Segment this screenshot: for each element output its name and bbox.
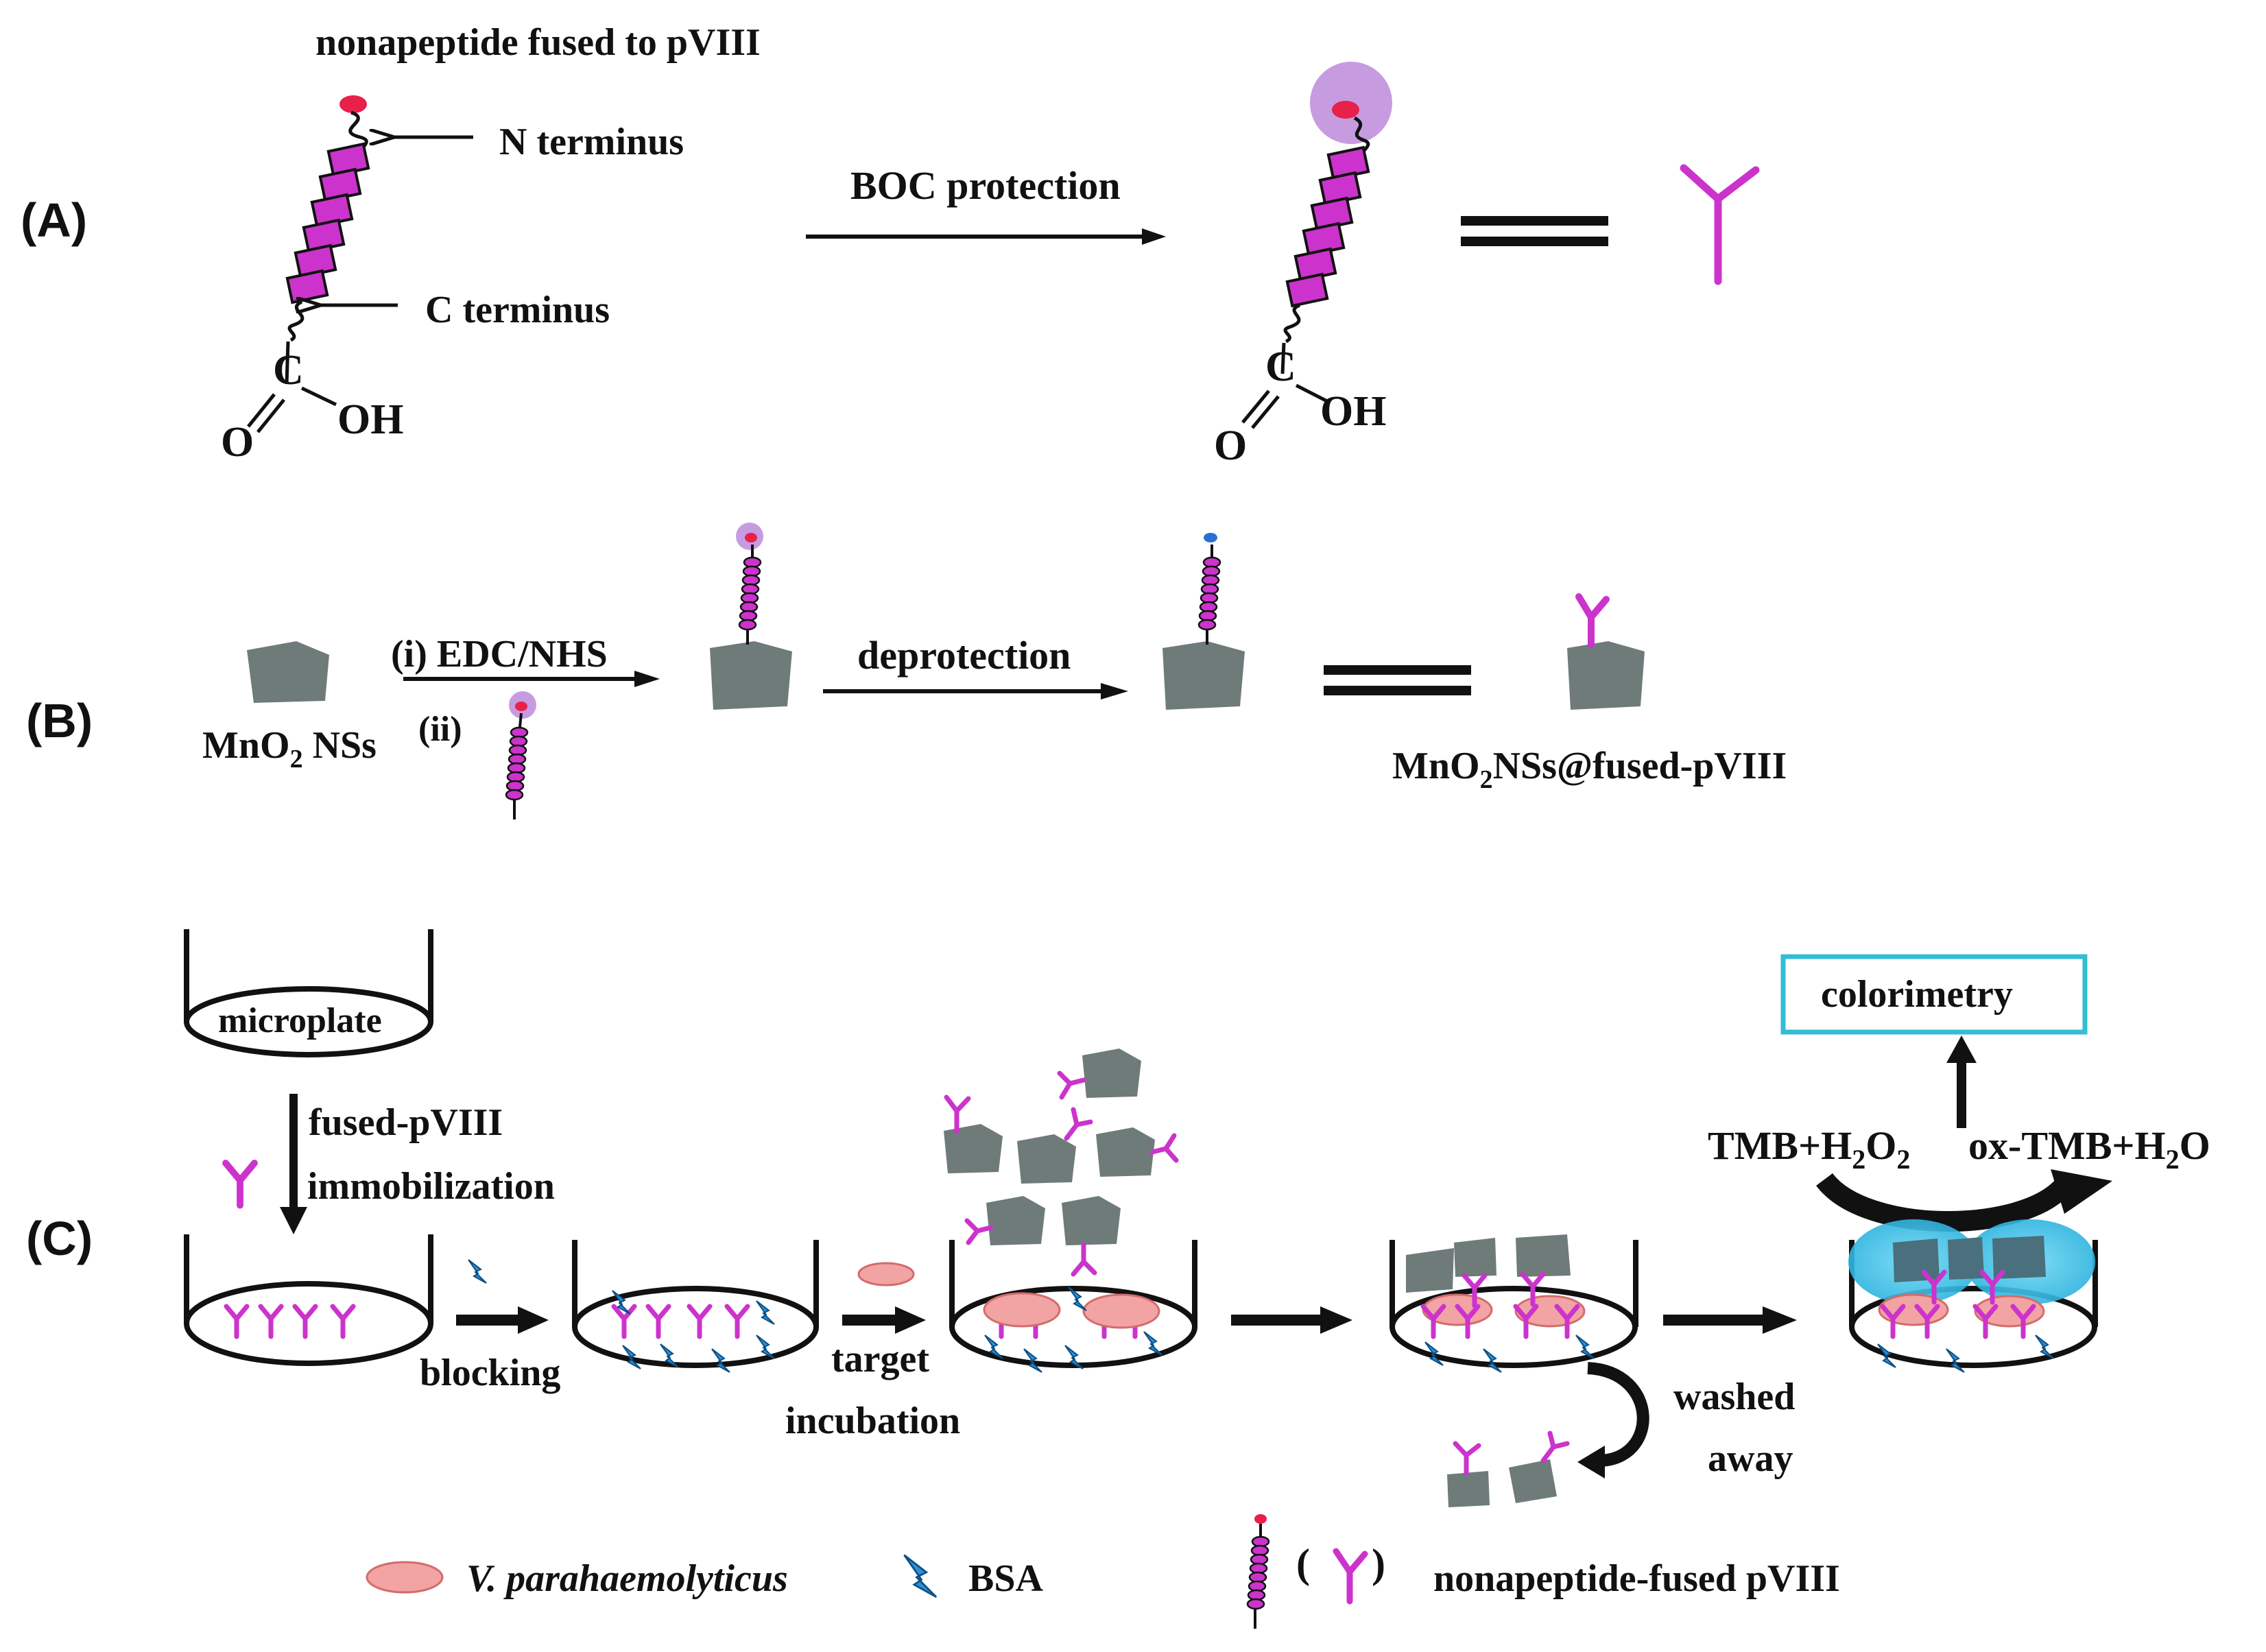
carboxyl-group-left: C O OH (221, 347, 403, 466)
fused-peptide-label: nonapeptide fused to pVIII (315, 21, 761, 64)
boc-protection-label: BOC protection (850, 163, 1121, 208)
washed-label: washed (1673, 1376, 1795, 1418)
well-with-bacteria (949, 1240, 1197, 1373)
step-ii-label: (ii) (418, 710, 462, 749)
edc-nhs-label: (i) EDC/NHS (391, 633, 608, 675)
reaction-curved-arrow (1816, 1173, 2073, 1232)
protected-peptide-small (505, 691, 536, 819)
target-label: target (831, 1338, 929, 1380)
well-blocked (572, 1240, 819, 1373)
pviii-y-symbol (1680, 164, 1760, 285)
washed-nanosheets (1447, 1430, 1570, 1507)
nonapeptide-tip (339, 95, 367, 113)
mno2-nanosheet (247, 641, 329, 703)
well-bound-nanosheets (1390, 1234, 1638, 1373)
svg-text:OH: OH (1320, 388, 1386, 435)
sheet-with-protected-peptide (710, 523, 792, 710)
sheet-with-deprotected-peptide (1162, 533, 1245, 710)
pviii-helix-left (285, 95, 370, 385)
ox-tmb-label: ox-TMB+H2O (1968, 1123, 2210, 1175)
legend-paren-open: ( (1296, 1541, 1310, 1586)
svg-text:O: O (221, 419, 254, 466)
carboxyl-group-right: C O OH (1214, 344, 1386, 469)
legend-paren-close: ) (1372, 1541, 1385, 1586)
mno2-fused-pviii-label: MnO2NSs@fused-pVIII (1392, 745, 1787, 794)
svg-text:C: C (273, 347, 304, 394)
panel-b-label: (B) (26, 694, 93, 747)
svg-text:C: C (1265, 344, 1296, 390)
mno2-nss-label: MnO2 NSs (202, 724, 377, 774)
washed-away-arrow (1587, 1362, 1649, 1467)
legend-y-icon (1333, 1548, 1368, 1605)
panel-c-label: (C) (26, 1212, 93, 1265)
legend-peptide-helix-icon (1246, 1514, 1270, 1629)
free-mno2-nanosheets (944, 1049, 1179, 1277)
legend-bsa-label: BSA (968, 1557, 1043, 1600)
svg-text:O: O (1214, 422, 1247, 469)
bsa-icon (468, 1259, 487, 1284)
away-label: away (1708, 1437, 1793, 1480)
svg-text:OH: OH (337, 396, 403, 443)
tmb-h2o2-label: TMB+H2O2 (1708, 1123, 1910, 1175)
legend: V. parahaemolyticus BSA ( ) nonapeptide-… (366, 1514, 1840, 1629)
panel-a: (A) nonapeptide fused to pVIII N terminu… (21, 21, 1760, 469)
panel-b: (B) MnO2 NSs (i) EDC/NHS (ii) (26, 523, 1787, 819)
immobilization-label-2: immobilization (307, 1165, 555, 1208)
mno2-fused-pviii-symbol (1567, 593, 1645, 710)
panel-c: (C) microplate fused-pVIII immobilizatio… (26, 929, 2210, 1507)
well-immobilized (184, 1234, 433, 1366)
nonapeptide-tip (1332, 101, 1359, 119)
legend-bacterium-icon (366, 1561, 444, 1594)
colorimetry-label: colorimetry (1821, 973, 2013, 1016)
deprotection-label: deprotection (857, 633, 1071, 678)
bacterium-icon (857, 1262, 915, 1286)
pviii-y-icon (226, 1163, 254, 1206)
blocking-label: blocking (420, 1352, 560, 1394)
microplate-well-empty: microplate (184, 929, 433, 1057)
colorimetry-box (1780, 954, 2088, 1035)
immobilization-label-1: fused-pVIII (309, 1101, 503, 1144)
equals-sign-b (1324, 665, 1471, 695)
microplate-label: microplate (218, 1001, 382, 1040)
legend-peptide-label: nonapeptide-fused pVIII (1433, 1557, 1840, 1600)
panel-a-label: (A) (21, 193, 87, 247)
c-terminus-label: C terminus (425, 289, 610, 331)
pviii-helix-protected (1280, 62, 1392, 374)
well-colorimetric (1848, 1219, 2098, 1373)
legend-bsa-icon (903, 1554, 938, 1598)
n-terminus-label: N terminus (499, 121, 684, 163)
legend-bacterium-label: V. parahaemolyticus (466, 1557, 788, 1600)
equals-sign-a (1461, 216, 1608, 246)
incubation-label: incubation (785, 1400, 960, 1442)
